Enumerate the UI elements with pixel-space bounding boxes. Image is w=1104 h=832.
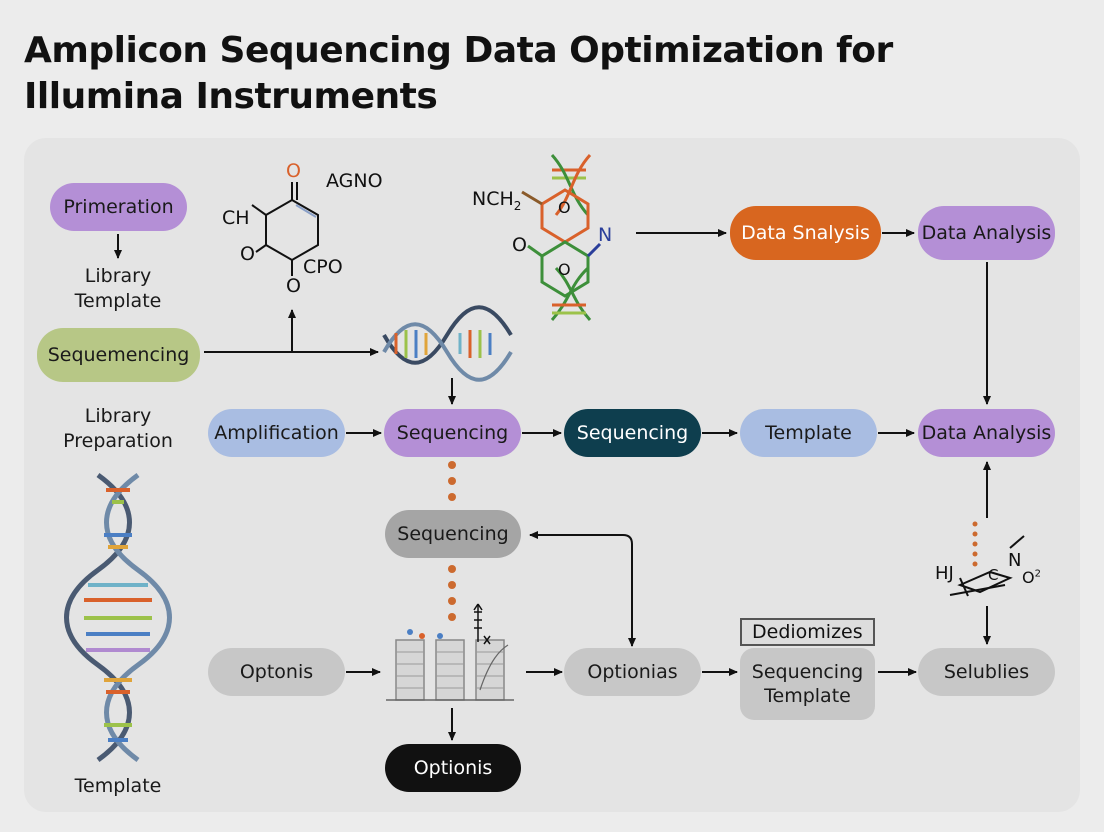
node-data-analysis-top[interactable]: Data Analysis — [918, 206, 1055, 260]
label-library-preparation: Library Preparation — [63, 405, 173, 452]
node-sequencing-purple[interactable]: Sequencing — [384, 409, 521, 457]
dna-helix-vertical-icon — [64, 472, 172, 763]
chem-n-ring: N — [598, 224, 613, 246]
page-title: Amplicon Sequencing Data Optimization fo… — [24, 30, 893, 117]
molecule-structure-left-icon — [251, 182, 319, 276]
node-data-analysis-mid[interactable]: Data Analysis — [918, 409, 1055, 457]
dotted-connector-1 — [448, 461, 456, 501]
node-selublies[interactable]: Selublies — [918, 648, 1055, 696]
molecule-structure-right-icon — [949, 535, 1025, 597]
chem-o-ring-bottom: O — [558, 260, 571, 279]
chem-c-small: C — [988, 566, 999, 584]
node-sequencing-teal[interactable]: Sequencing — [564, 409, 701, 457]
chem-o-left: O — [240, 243, 255, 265]
chem-o2-small: O2 — [1022, 568, 1041, 587]
chem-o-ring-left: O — [512, 234, 527, 256]
node-amplification[interactable]: Amplification — [208, 409, 345, 457]
chem-o-top: O — [286, 160, 301, 182]
arrow-loop-optionias-sequencing — [529, 531, 633, 644]
node-template-mid[interactable]: Template — [740, 409, 877, 457]
dotted-connector-2 — [448, 565, 456, 621]
label-template-bottom: Template — [74, 775, 162, 797]
sequencer-bars-icon — [386, 603, 514, 701]
node-optionias[interactable]: Optionias — [564, 648, 701, 696]
chem-n-small: N — [1008, 550, 1022, 571]
node-primeration[interactable]: Primeration — [50, 183, 187, 231]
node-optonis[interactable]: Optonis — [208, 648, 345, 696]
node-sequencing-template[interactable]: Sequencing Template — [740, 648, 875, 720]
node-sequemencing[interactable]: Sequemencing — [37, 328, 200, 382]
chem-o-bottom: O — [286, 275, 301, 297]
node-sequencing-gray[interactable]: Sequencing — [385, 510, 521, 558]
chem-nch2: NCH2 — [472, 188, 522, 213]
chem-hj: HJ — [935, 563, 954, 584]
chem-o-ring-top: O — [558, 198, 571, 217]
dotted-connector-3 — [972, 521, 978, 567]
molecule-structure-center-icon — [521, 153, 602, 322]
node-data-snalysis[interactable]: Data Snalysis — [730, 206, 881, 260]
chem-ch: CH — [222, 207, 250, 229]
chem-cpo: CPO — [303, 256, 343, 278]
dna-helix-horizontal-icon — [382, 305, 513, 382]
chem-agno: AGNO — [326, 170, 383, 192]
label-library-template: Library Template — [74, 265, 162, 312]
node-optionis[interactable]: Optionis — [385, 744, 521, 792]
label-dediomizes: Dediomizes — [740, 618, 875, 646]
